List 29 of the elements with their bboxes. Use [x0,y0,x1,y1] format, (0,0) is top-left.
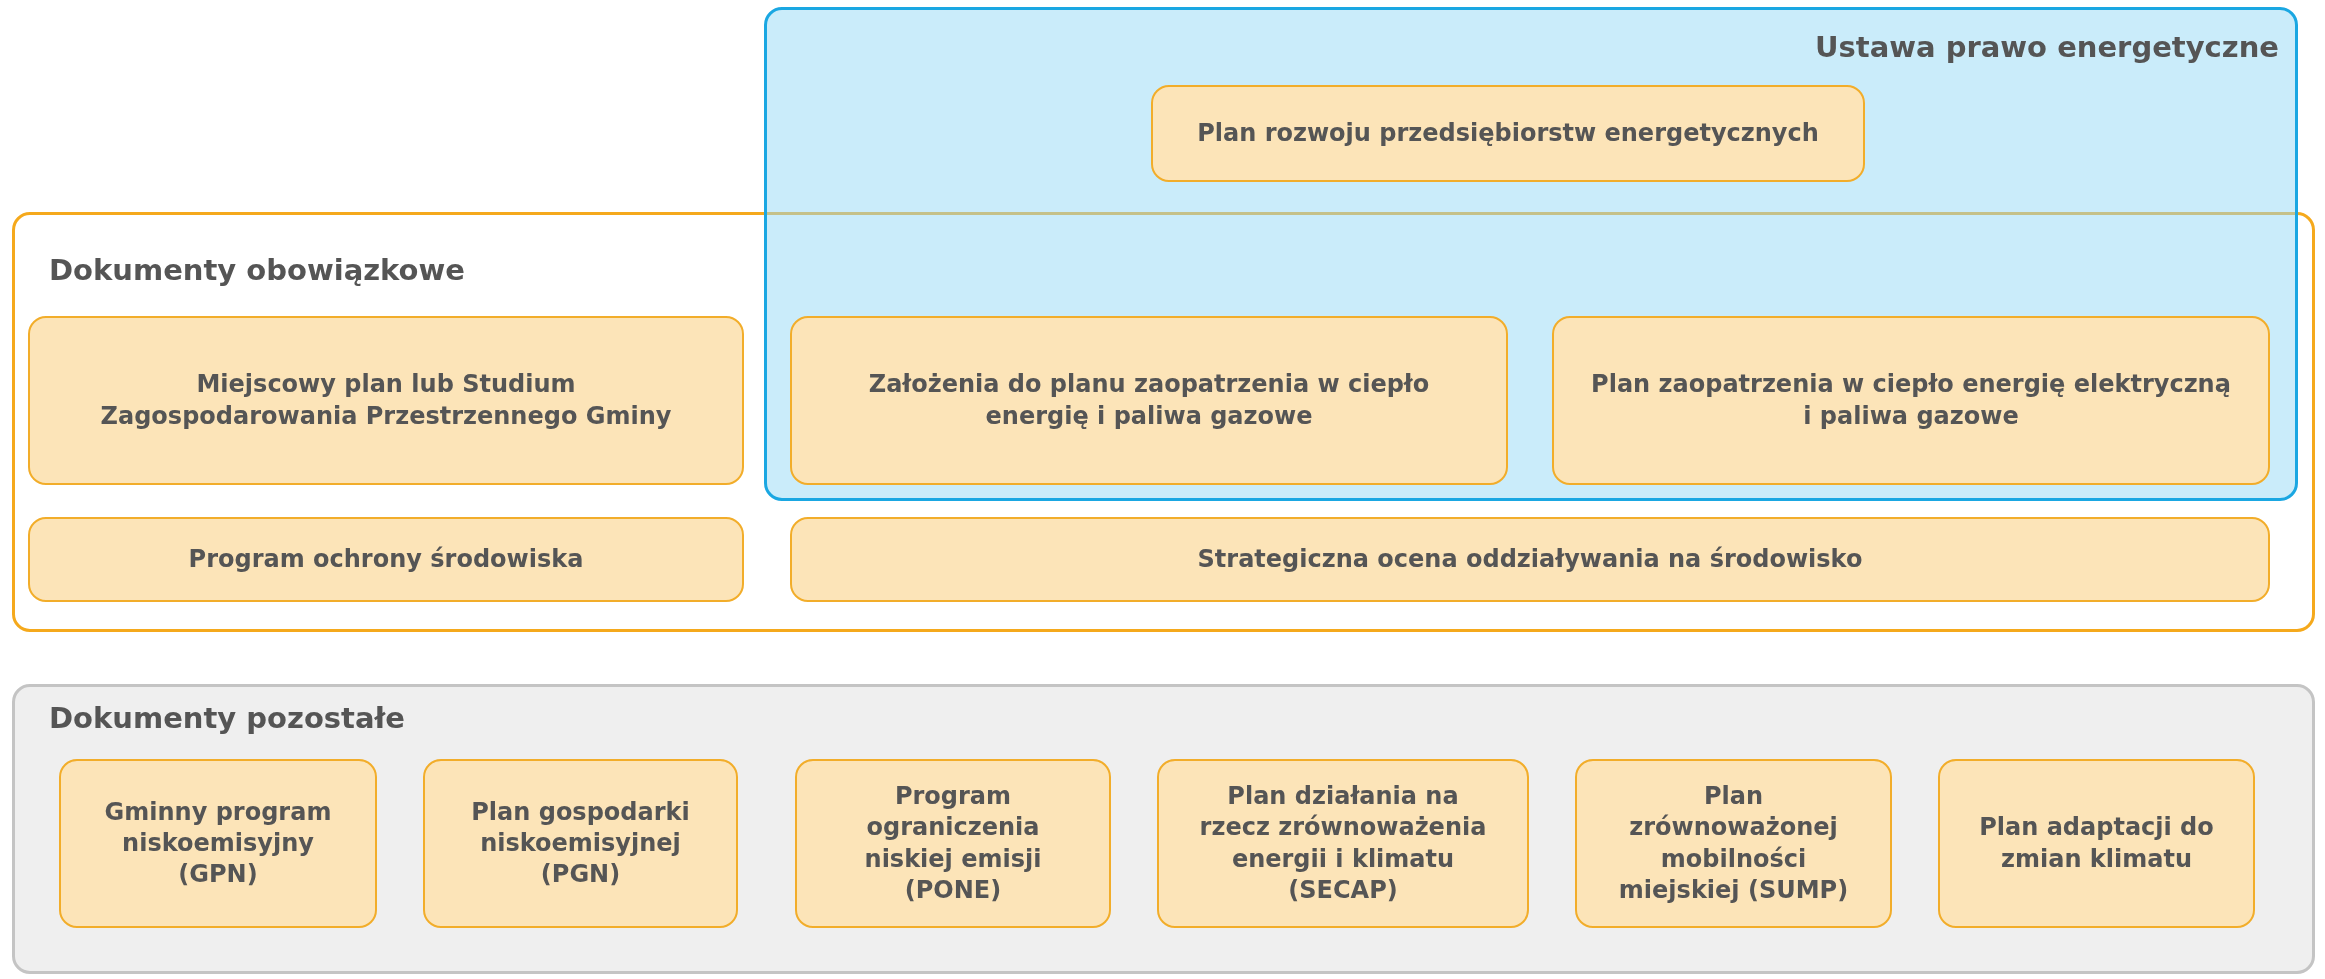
document-box [423,759,738,928]
box-label: Strategiczna ocena oddziaływania na środowisko [1197,543,1863,575]
box-label: Plan rozwoju przedsiębiorstw energetycznych [1197,117,1819,149]
group-panel [12,684,2315,974]
box-label: Założenia do planu zaopatrzenia w ciepło energię i paliwa gazowe [867,369,1431,432]
box-label: Plan adaptacji do zmian klimatu [1978,812,2215,875]
document-box [790,316,1508,485]
box-label: Program ochrony środowiska [188,543,584,575]
box-label: Plan gospodarki niskoemisyjnej (PGN) [470,796,691,891]
document-box [1151,85,1865,182]
box-label: Program ograniczenia niskiej emisji (PONE) [863,781,1043,906]
box-label: Plan zrównoważonej mobilności miejskiej (SUMP) [1617,781,1850,906]
document-box [59,759,377,928]
box-label: Miejscowy plan lub Studium Zagospodarowania Przestrzennego Gminy [99,369,673,432]
document-box [28,316,744,485]
group-heading: Dokumenty pozostałe [49,701,405,735]
document-box [790,517,2270,602]
document-box [1157,759,1529,928]
group-heading: Dokumenty obowiązkowe [49,253,465,287]
box-label: Gminny program niskoemisyjny (GPN) [103,796,333,891]
group-panel [12,212,2315,632]
document-box [795,759,1111,928]
document-box [28,517,744,602]
group-heading: Ustawa prawo energetyczne [1815,30,2279,64]
document-box [1938,759,2255,928]
document-box [1552,316,2270,485]
document-box [1575,759,1892,928]
box-label: Plan zaopatrzenia w ciepło energię elektryczną i paliwa gazowe [1590,369,2232,432]
box-label: Plan działania na rzecz zrównoważenia energii i klimatu (SECAP) [1198,781,1488,906]
